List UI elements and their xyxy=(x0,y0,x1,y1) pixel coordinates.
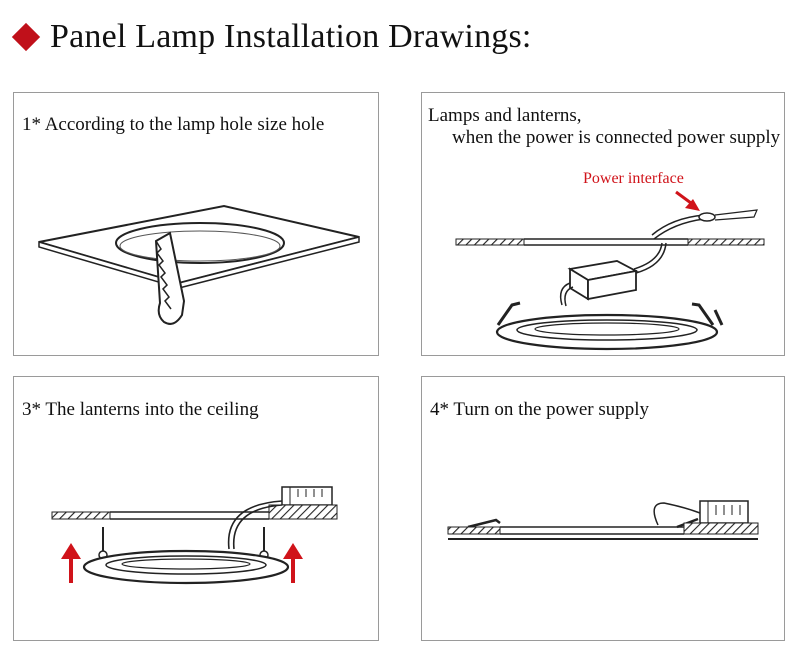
saw-icon xyxy=(154,231,186,325)
installed-lamp-illustration xyxy=(447,500,759,540)
up-arrow-icon xyxy=(283,543,303,583)
driver-box-icon xyxy=(281,486,333,506)
page-title: Panel Lamp Installation Drawings: xyxy=(50,18,532,55)
driver-box-icon xyxy=(567,260,639,301)
power-connection-illustration xyxy=(455,190,765,351)
step-4-caption: 4* Turn on the power supply xyxy=(430,399,650,420)
mount-into-ceiling-illustration xyxy=(51,486,338,585)
step-4-panel: 4* Turn on the power supply xyxy=(421,376,785,641)
step-2-panel: Lamps and lanterns, when the power is co… xyxy=(421,92,785,356)
step-1-caption: 1* According to the lamp hole size hole xyxy=(22,114,325,135)
step-3-panel: 3* The lanterns into the ceiling xyxy=(13,376,379,641)
page-header: Panel Lamp Installation Drawings: xyxy=(10,12,532,62)
step-2-caption-line1: Lamps and lanterns, xyxy=(428,105,582,126)
power-interface-label: Power interface xyxy=(583,170,684,187)
driver-box-icon xyxy=(699,500,749,524)
diamond-icon xyxy=(11,22,41,52)
step-1-panel: 1* According to the lamp hole size hole xyxy=(13,92,379,356)
ceiling-cut-illustration xyxy=(38,204,360,325)
step-3-caption: 3* The lanterns into the ceiling xyxy=(22,399,259,420)
step-2-caption-line2: when the power is connected power supply xyxy=(452,127,781,148)
up-arrow-icon xyxy=(61,543,81,583)
